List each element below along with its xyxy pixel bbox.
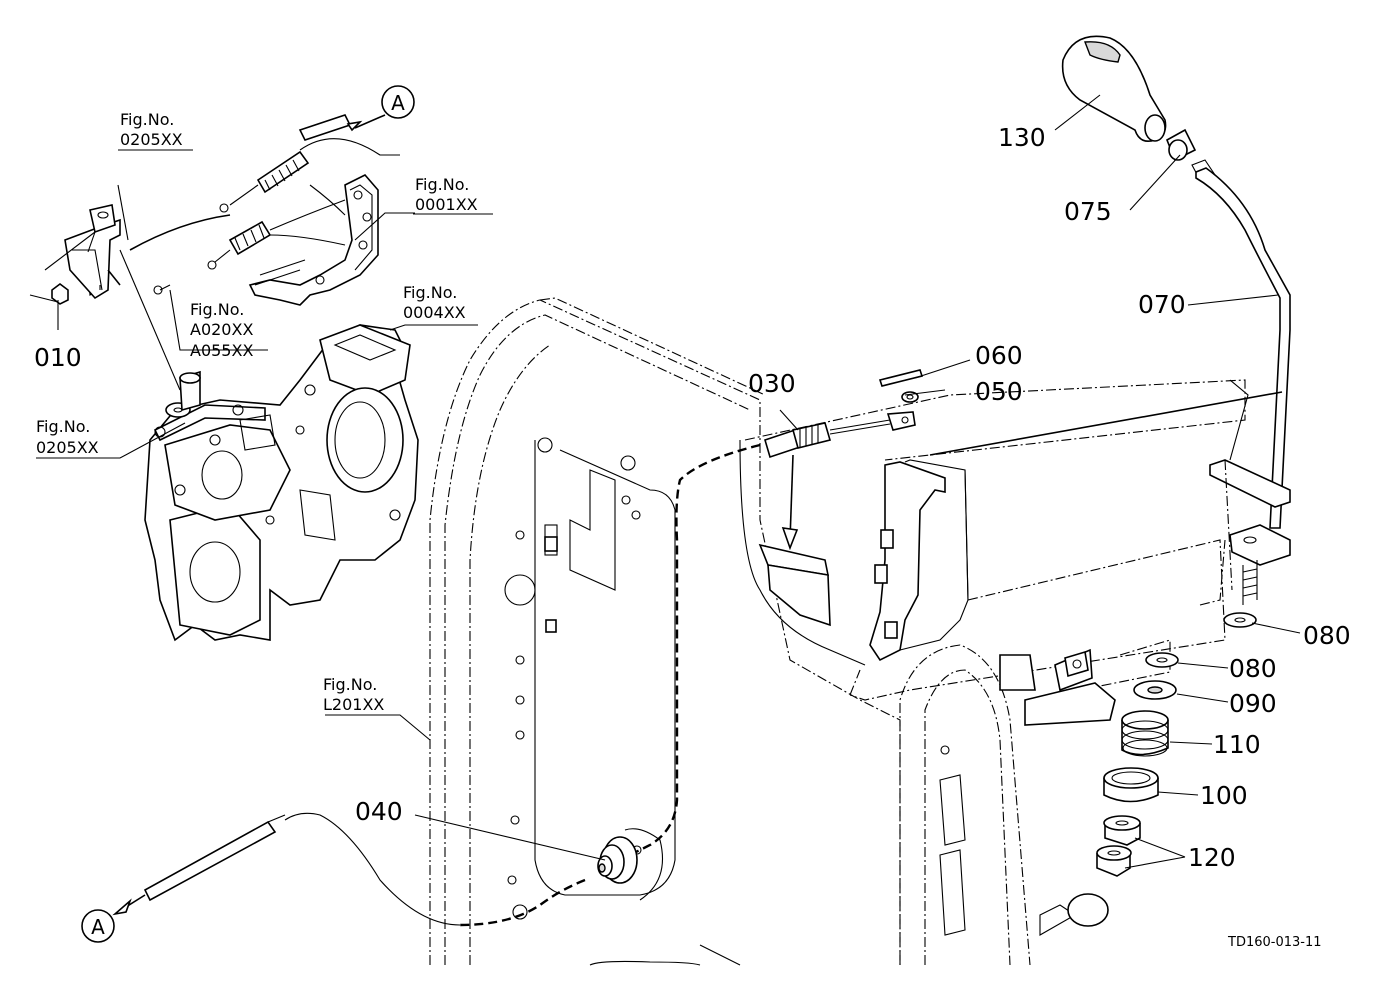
fig-ref-caption: Fig.No. [120,110,174,129]
part-label-070: 070 [1138,290,1186,319]
fig-ref-0004xx: Fig.No. 0004XX [403,283,466,322]
drawing-reference-code: TD160-013-11 [1227,935,1322,950]
part-label-080-upper: 080 [1303,621,1351,650]
spring-stack [1096,652,1179,877]
fig-ref-code: A055XX [190,341,253,360]
cable-to-a-bottom [112,814,286,916]
leader-lines [29,94,1301,869]
fig-ref-code: L201XX [323,695,384,714]
fig-ref-code: 0205XX [36,438,99,457]
fig-ref-caption: Fig.No. [403,283,457,302]
part-label-090: 090 [1229,689,1277,718]
grommet-040 [597,836,638,884]
connector-a-top-label: A [391,91,405,115]
fig-ref-code: 0205XX [120,130,183,149]
frame-panel [429,297,1109,966]
fig-ref-caption: Fig.No. [415,175,469,194]
linkage-cluster [51,114,400,330]
fig-ref-code: A020XX [190,320,253,339]
part-label-075: 075 [1064,197,1112,226]
part-label-120: 120 [1188,843,1236,872]
part-label-080-lower: 080 [1229,654,1277,683]
part-label-030: 030 [748,369,796,398]
fig-ref-caption: Fig.No. [323,675,377,694]
pin-060 [878,369,924,403]
fig-ref-code: 0004XX [403,303,466,322]
cable-route [284,443,761,927]
part-label-130: 130 [998,123,1046,152]
transmission-case [144,324,419,642]
part-label-060: 060 [975,341,1023,370]
cable-030 [764,411,916,551]
fig-ref-caption: Fig.No. [190,300,244,319]
part-label-040: 040 [355,797,403,826]
fig-ref-l201xx: Fig.No. L201XX [323,675,384,714]
connector-a-bottom-label: A [91,915,105,939]
part-label-050: 050 [975,377,1023,406]
part-label-110: 110 [1213,730,1261,759]
fig-ref-0001xx: Fig.No. 0001XX [413,175,493,215]
fig-ref-0205xx-mid: Fig.No. 0205XX [36,417,99,457]
connector-a-top: A [381,85,415,119]
fig-ref-a020xx-a055xx: Fig.No. A020XX A055XX [190,300,253,360]
part-label-100: 100 [1200,781,1248,810]
fig-ref-0205xx-top: Fig.No. 0205XX [118,110,193,151]
console-bracket [739,379,1246,726]
fig-ref-caption: Fig.No. [36,417,90,436]
shift-lever-assembly [929,35,1291,628]
fig-ref-code: 0001XX [415,195,478,214]
connector-a-bottom: A [81,909,115,943]
part-label-010: 010 [34,343,82,372]
